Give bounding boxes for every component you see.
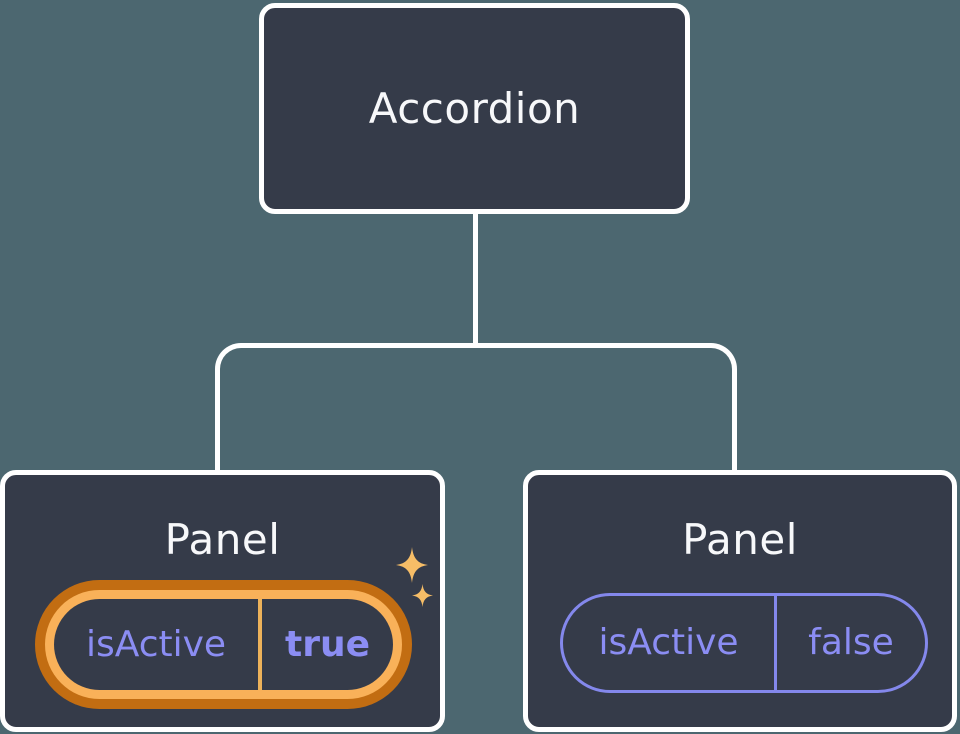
accordion-label: Accordion — [368, 83, 581, 133]
prop-name-active: isActive — [85, 623, 227, 665]
prop-pill-active-body: isActive true — [54, 599, 393, 690]
panel-inactive-title: Panel — [682, 515, 798, 564]
prop-pill-active-gold-ring: isActive true — [45, 590, 402, 699]
prop-pill-divider-inactive — [774, 596, 777, 690]
sparkle-icon-small — [412, 584, 433, 607]
connector-branch — [215, 343, 737, 470]
accordion-node: Accordion — [259, 3, 690, 214]
prop-value-inactive: false — [808, 622, 894, 663]
prop-pill-inactive: isActive false — [560, 593, 928, 693]
sparkle-icon-large — [396, 547, 428, 583]
prop-pill-active: isActive true — [35, 580, 412, 709]
prop-value-active: true — [284, 623, 370, 665]
panel-node-active: Panel isActive true — [0, 470, 445, 732]
connector-root-stub — [473, 210, 478, 346]
prop-name-inactive: isActive — [598, 622, 739, 663]
panel-node-inactive: Panel isActive false — [523, 470, 957, 732]
panel-active-title: Panel — [164, 515, 281, 564]
prop-pill-divider-active — [258, 599, 262, 690]
